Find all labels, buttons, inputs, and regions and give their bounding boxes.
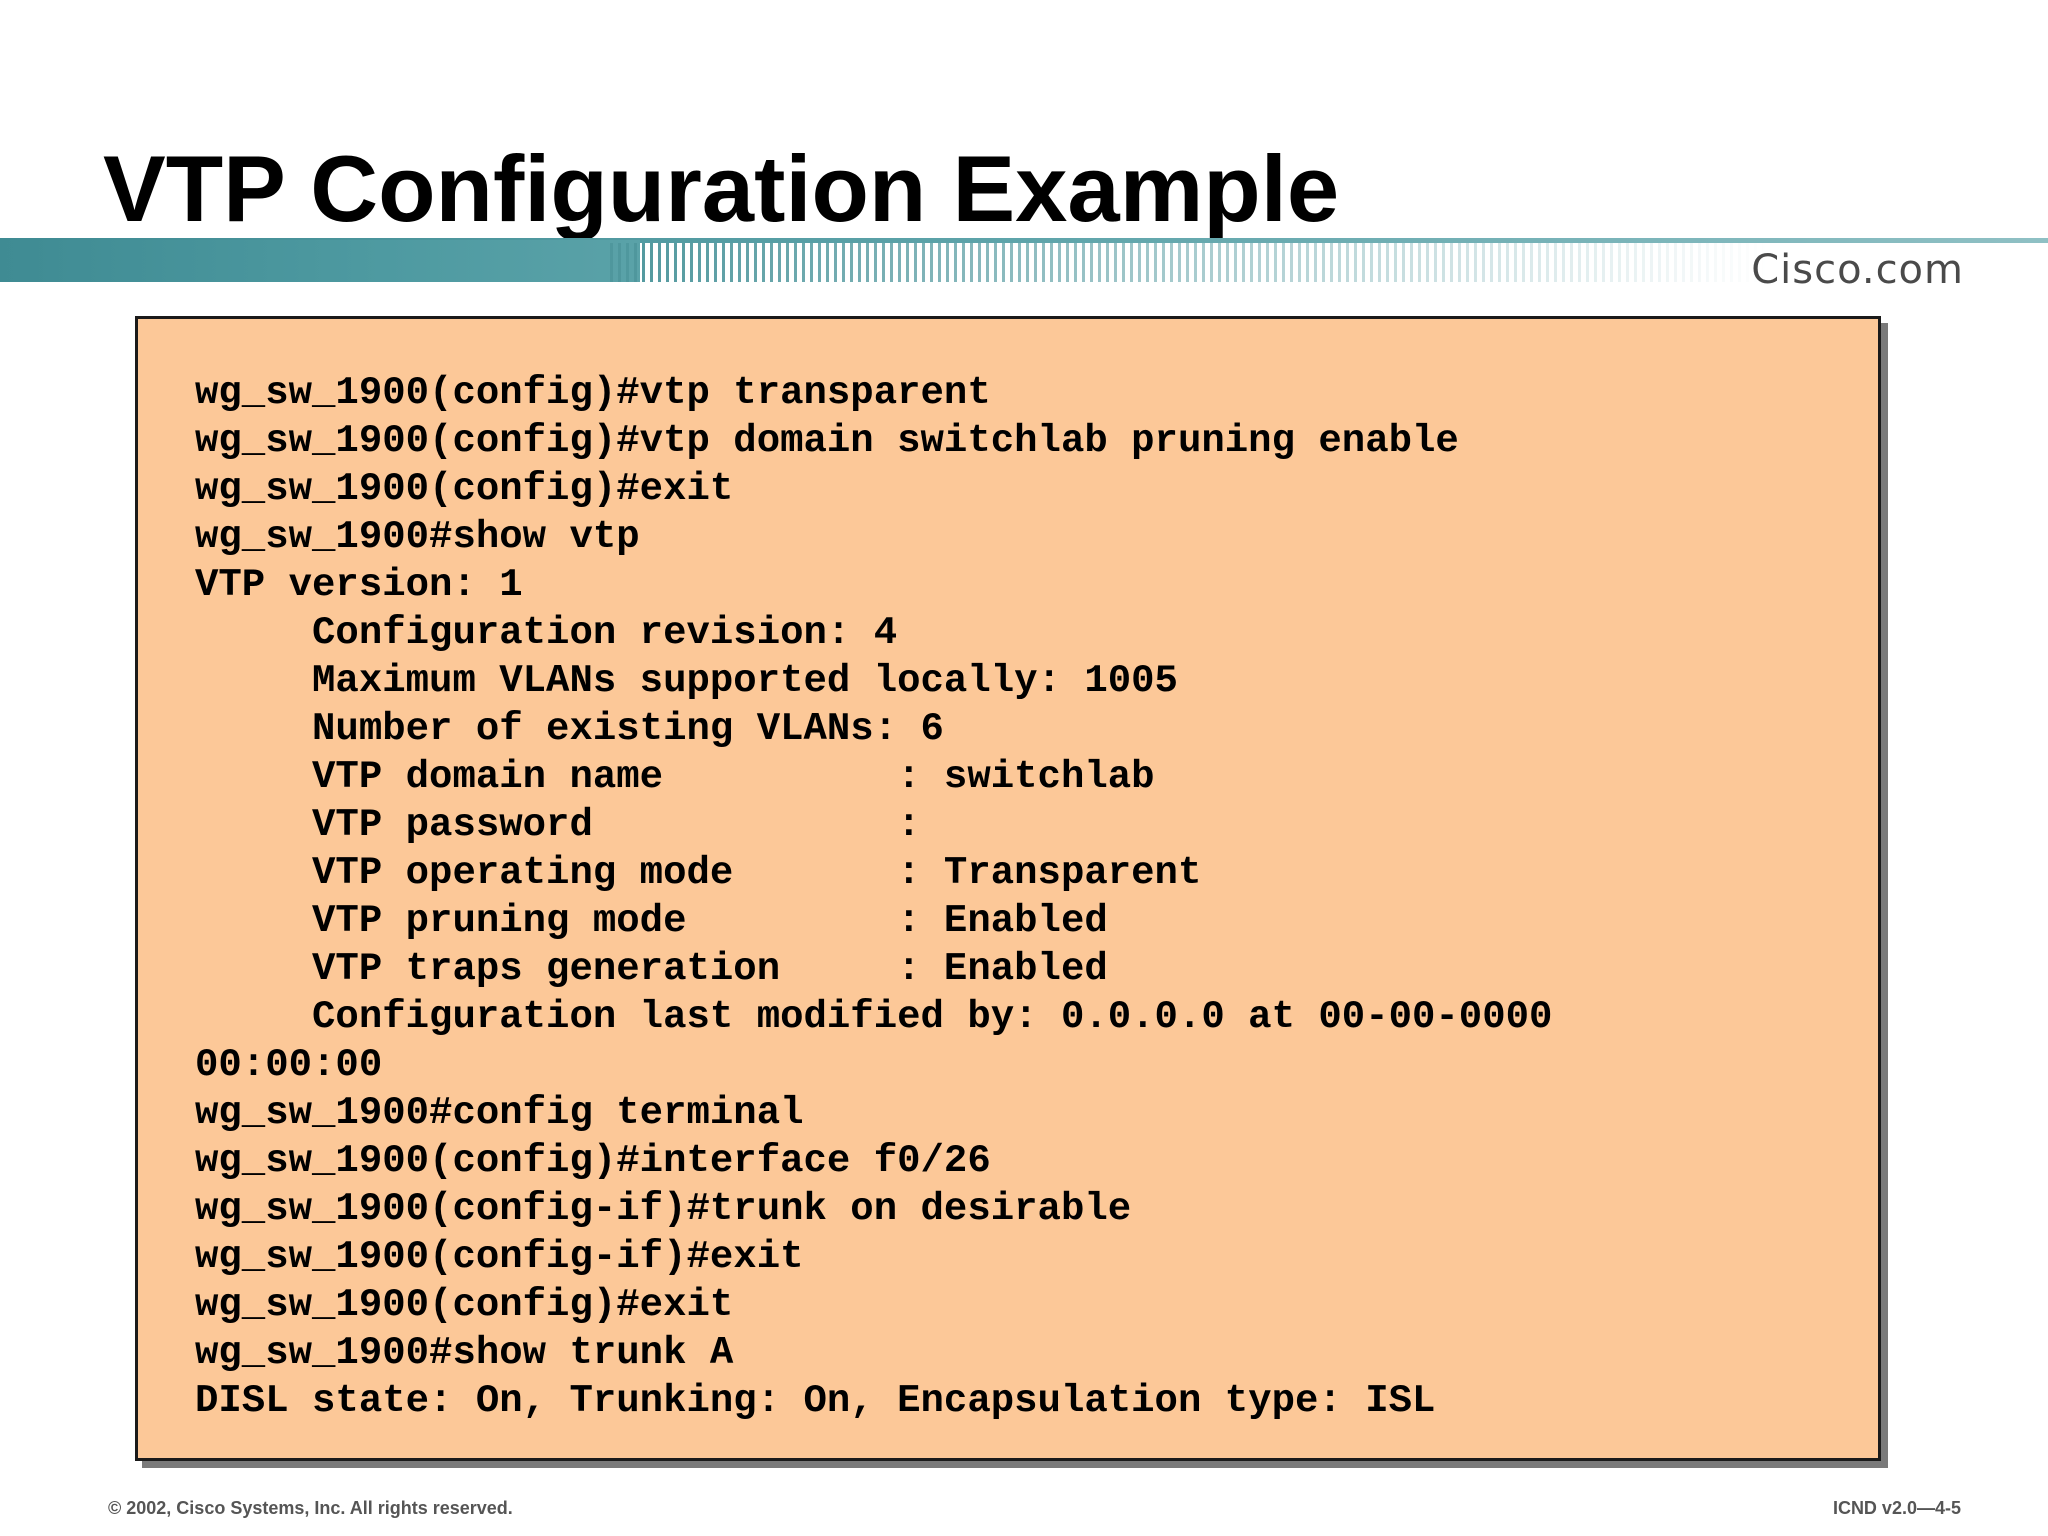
terminal-line: VTP version: 1 xyxy=(195,563,523,607)
terminal-lines: wg_sw_1900(config)#vtp transparent wg_sw… xyxy=(195,369,1552,1425)
terminal-line: wg_sw_1900#config terminal xyxy=(195,1091,804,1135)
terminal-line: Number of existing VLANs: 6 xyxy=(195,707,944,751)
banner-stripes xyxy=(610,243,1770,282)
banner-solid-bar xyxy=(0,240,640,282)
terminal-line: wg_sw_1900(config)#interface f0/26 xyxy=(195,1139,991,1183)
terminal-output-box: wg_sw_1900(config)#vtp transparent wg_sw… xyxy=(135,316,1881,1461)
terminal-line: wg_sw_1900(config-if)#trunk on desirable xyxy=(195,1187,1132,1231)
terminal-line: wg_sw_1900(config-if)#exit xyxy=(195,1235,804,1279)
title-banner xyxy=(0,238,2048,284)
terminal-line: wg_sw_1900(config)#exit xyxy=(195,1283,734,1327)
terminal-line: VTP operating mode : Transparent xyxy=(195,851,1202,895)
terminal-line: DISL state: On, Trunking: On, Encapsulat… xyxy=(195,1379,1436,1423)
terminal-line: wg_sw_1900#show trunk A xyxy=(195,1331,734,1375)
terminal-line: wg_sw_1900(config)#exit xyxy=(195,467,734,511)
footer-course-code: ICND v2.0—4-5 xyxy=(1832,1498,1961,1518)
terminal-line: VTP password : xyxy=(195,803,921,847)
slide-title: VTP Configuration Example xyxy=(103,136,1340,241)
terminal-line: Maximum VLANs supported locally: 1005 xyxy=(195,659,1178,703)
terminal-line: Configuration last modified by: 0.0.0.0 … xyxy=(195,995,1553,1039)
terminal-line: wg_sw_1900#show vtp xyxy=(195,515,640,559)
terminal-line: Configuration revision: 4 xyxy=(195,611,898,655)
terminal-line: wg_sw_1900(config)#vtp transparent xyxy=(195,371,991,415)
terminal-line: 00:00:00 xyxy=(195,1043,383,1087)
terminal-line: VTP domain name : switchlab xyxy=(195,755,1155,799)
terminal-line: VTP traps generation : Enabled xyxy=(195,947,1108,991)
banner-line xyxy=(0,238,2048,243)
cisco-logo-text: Cisco.com xyxy=(1751,247,1964,293)
terminal-line: VTP pruning mode : Enabled xyxy=(195,899,1108,943)
terminal-line: wg_sw_1900(config)#vtp domain switchlab … xyxy=(195,419,1459,463)
footer-copyright: © 2002, Cisco Systems, Inc. All rights r… xyxy=(108,1498,513,1518)
